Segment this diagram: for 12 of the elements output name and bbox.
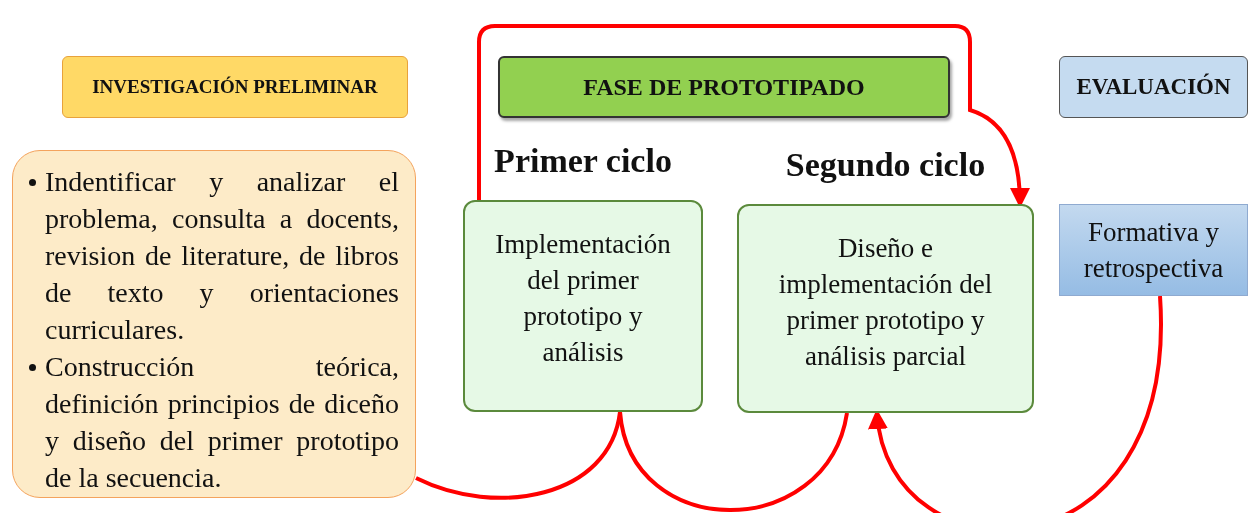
cycle-text: Implementación del primer prototipo y análisis — [494, 228, 672, 369]
content-card — [12, 150, 416, 498]
evaluation-box: Formativa y retrospectiva — [1059, 204, 1248, 296]
cycle-heading: Primer ciclo — [493, 141, 673, 181]
phase-header: EVALUACIÓN — [1059, 56, 1248, 118]
curved-arrow — [870, 295, 1162, 513]
phase-header: FASE DE PROTOTIPADO — [498, 56, 950, 118]
cycle-heading: Segundo ciclo — [784, 145, 987, 185]
bullet-text: Indentificar y analizar el problema, consulta a docents, revision de literature, de libros de texto y orientaciones curriculares. — [45, 165, 399, 347]
phase-header: INVESTIGACIÓN PRELIMINAR — [62, 56, 408, 118]
bullet-text: Construcción teórica, definición principios de diceño y diseño del primer prototipo de la secuencia. — [45, 350, 399, 495]
cycle-text: Diseño e implementación del primer prototipo y análisis parcial — [777, 232, 994, 373]
